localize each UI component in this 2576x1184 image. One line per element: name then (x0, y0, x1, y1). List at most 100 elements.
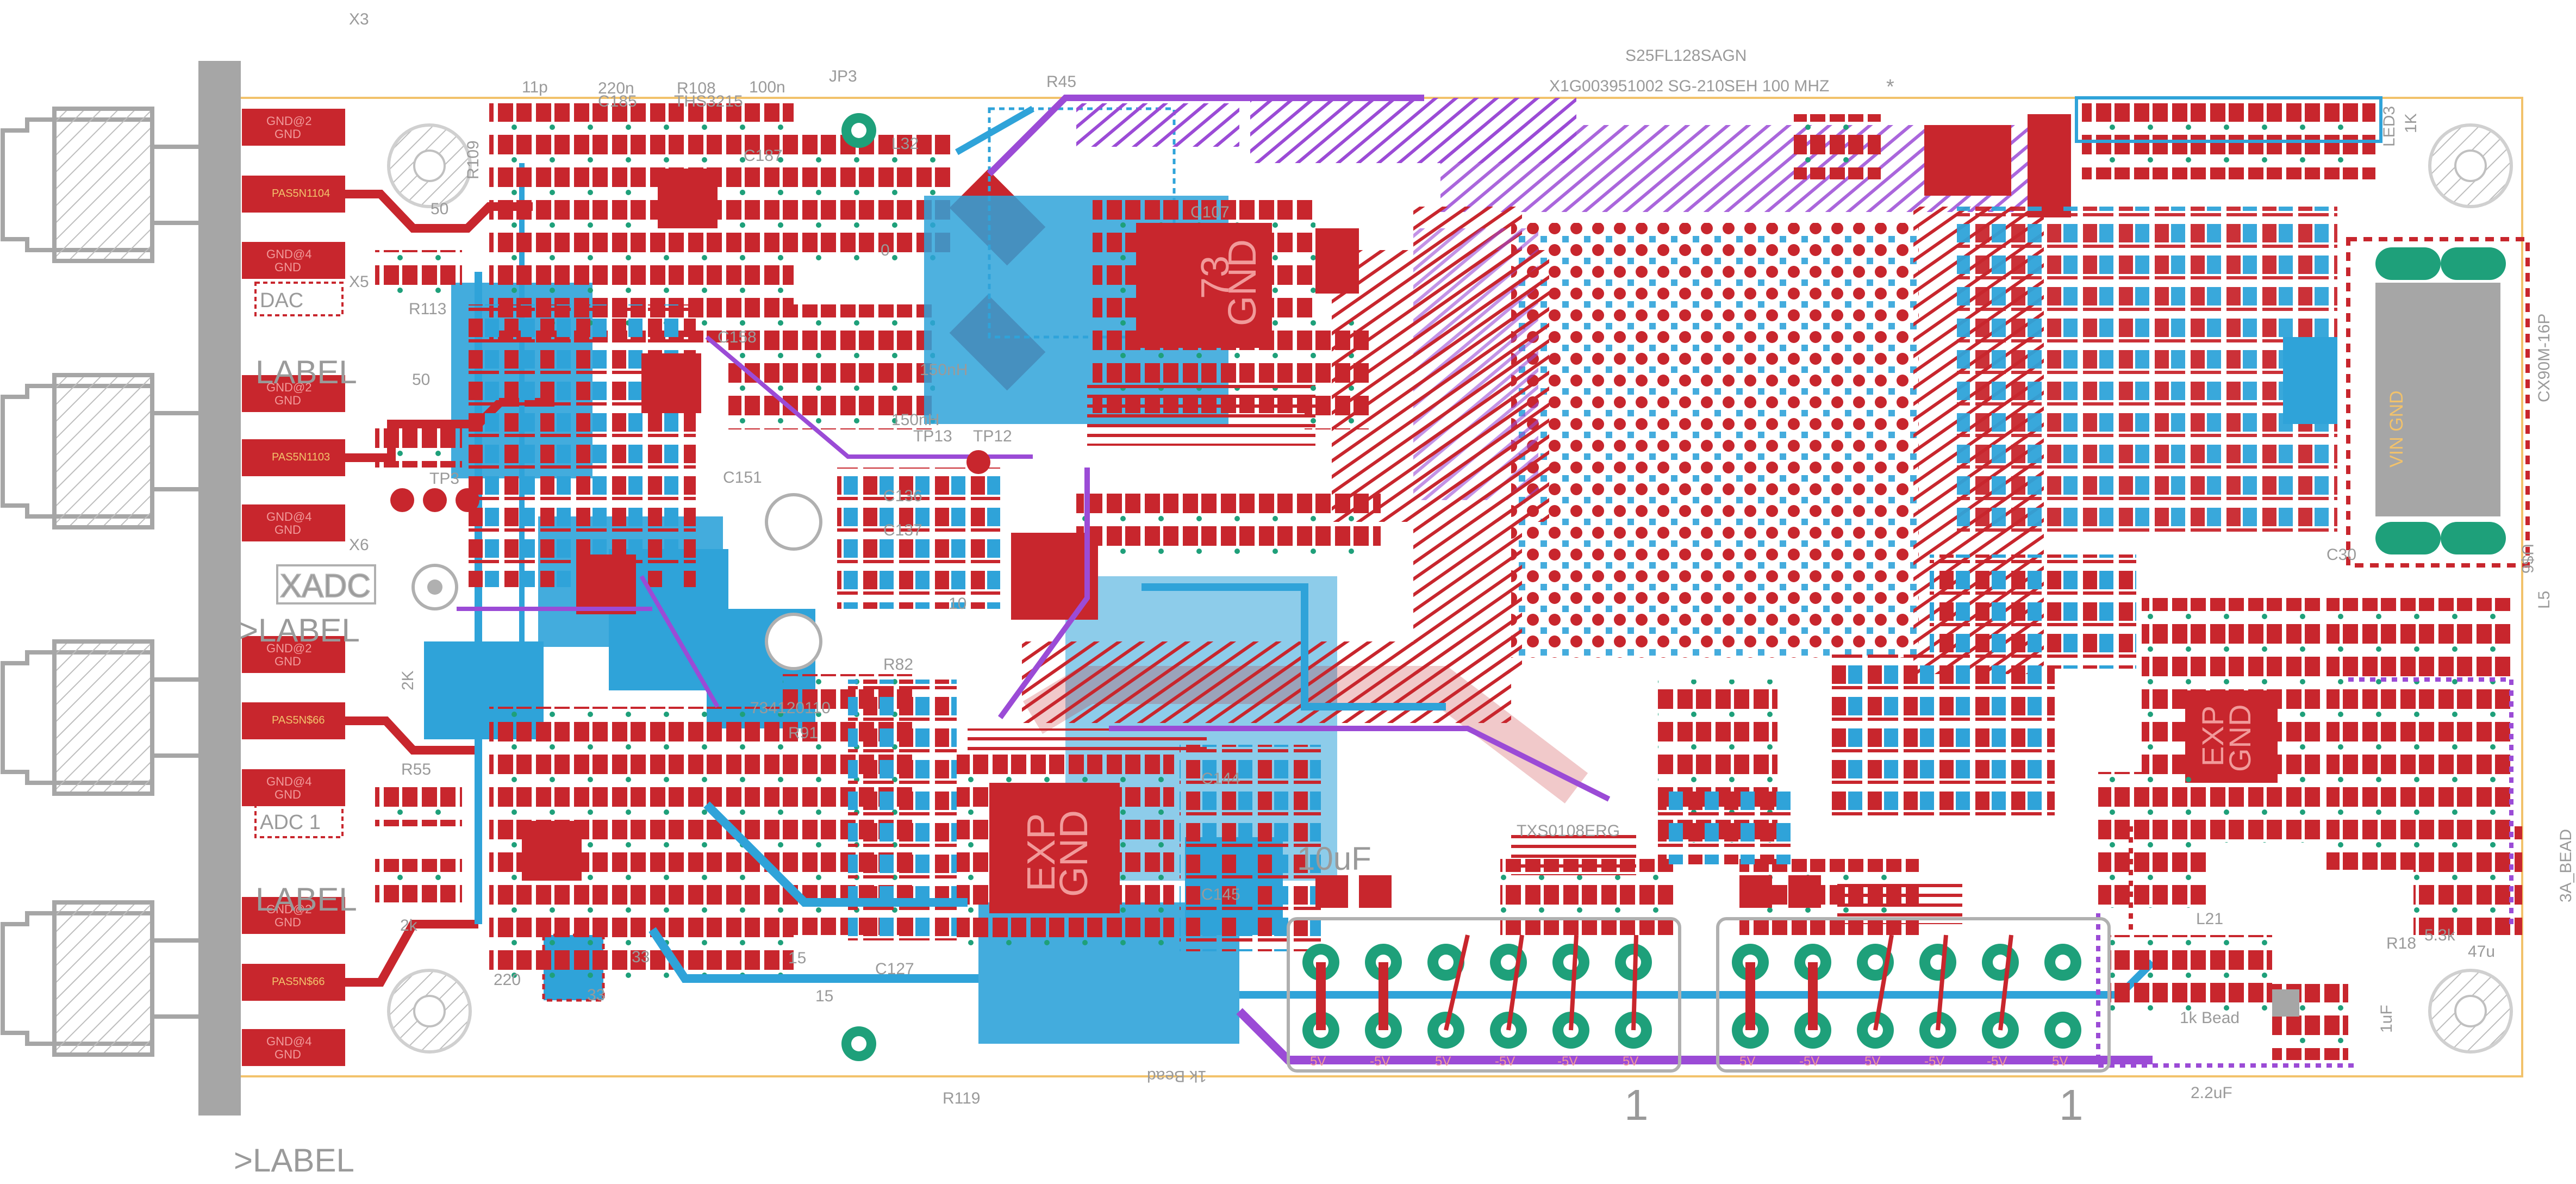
label-tag-bottom: >LABEL (234, 1142, 354, 1179)
svg-text:GND: GND (1052, 810, 1096, 897)
svg-text:1k Bead: 1k Bead (2180, 1009, 2240, 1027)
svg-text:33: 33 (632, 948, 650, 966)
trace-buses (648, 95, 2155, 1064)
svg-text:THS3215: THS3215 (674, 92, 743, 110)
svg-text:50: 50 (431, 200, 448, 218)
cx90m-connector[interactable]: VIN GND (2346, 237, 2530, 568)
test-point[interactable] (966, 450, 990, 474)
svg-text:220n: 220n (598, 79, 634, 97)
svg-text:C187: C187 (744, 147, 783, 165)
svg-text:5V: 5V (1623, 1054, 1638, 1069)
adc-label-box: ADC 1 (254, 803, 344, 838)
test-point[interactable] (390, 488, 414, 512)
svg-text:C145: C145 (1201, 886, 1240, 903)
svg-text:EXP: EXP (2195, 706, 2230, 767)
svg-text:3A_BEAD: 3A_BEAD (2557, 829, 2575, 902)
level-shifter-ic[interactable] (1837, 881, 1962, 924)
flash-part-label: S25FL128SAGN (1625, 47, 1747, 65)
pin-header-right[interactable] (1716, 875, 2111, 1073)
regulator-chip[interactable] (2185, 690, 2278, 783)
svg-text:PAS5N$66: PAS5N$66 (272, 976, 325, 988)
opamp-ic[interactable] (522, 821, 582, 881)
svg-text:C107: C107 (1190, 203, 1230, 221)
svg-text:PAS5N1103: PAS5N1103 (272, 451, 330, 463)
svg-text:GND@2: GND@2 (266, 641, 311, 655)
level-shifter-ic[interactable] (1511, 832, 1636, 875)
svg-text:GND@4: GND@4 (266, 775, 311, 788)
svg-text:C185: C185 (598, 92, 637, 110)
svg-text:R109: R109 (464, 140, 482, 179)
svg-text:2k: 2k (400, 917, 418, 934)
svg-text:R113: R113 (409, 300, 447, 318)
svg-text:X6: X6 (349, 536, 369, 554)
svg-text:11p: 11p (522, 78, 548, 96)
analog-front-end (345, 103, 1176, 1061)
svg-text:EXP: EXP (1020, 813, 1063, 892)
svg-text:VIN GND: VIN GND (2386, 390, 2407, 468)
svg-text:5V: 5V (2052, 1054, 2068, 1069)
svg-text:GND@4: GND@4 (266, 1035, 311, 1048)
test-point[interactable] (456, 488, 479, 512)
svg-text:U$6: U$6 (2518, 544, 2536, 574)
svg-text:734120110: 734120110 (750, 699, 831, 717)
svg-text:50: 50 (412, 371, 430, 389)
svg-text:JP3: JP3 (829, 67, 857, 85)
pin-header-left[interactable] (1287, 875, 1681, 1073)
oscillator-label: X1G003951002 SG-210SEH 100 MHZ (1549, 77, 1829, 95)
led-header[interactable] (2075, 96, 2382, 143)
edge-pad[interactable]: PAS5N$66 (242, 964, 345, 1001)
dac-label-box: DAC (254, 282, 344, 316)
edge-pad[interactable]: PAS5N$66 (242, 702, 345, 739)
svg-text:ADC 1: ADC 1 (260, 811, 321, 834)
svg-text:TP13: TP13 (913, 427, 952, 445)
svg-text:2.2uF: 2.2uF (2191, 1084, 2232, 1102)
svg-text:1K: 1K (2402, 113, 2420, 133)
mounting-hole (2428, 123, 2513, 208)
svg-text:0: 0 (881, 241, 890, 259)
sma-connector-group (1, 61, 241, 1116)
test-point[interactable] (423, 488, 447, 512)
edge-pad[interactable]: PAS5N1103 (242, 439, 345, 476)
svg-text:R91: R91 (788, 724, 818, 742)
sma-connector[interactable] (1, 373, 198, 529)
trimmer[interactable] (765, 613, 822, 670)
svg-text:33: 33 (587, 986, 605, 1004)
trimmer[interactable] (765, 493, 822, 551)
svg-text:R55: R55 (401, 761, 431, 778)
opamp-ic[interactable] (576, 554, 636, 614)
svg-text:GND: GND (275, 523, 301, 537)
svg-text:15: 15 (788, 949, 806, 967)
svg-text:XADC: XADC (280, 568, 371, 604)
opamp-ic[interactable] (641, 353, 701, 413)
sma-connector[interactable] (1, 107, 198, 263)
sma-connector[interactable] (1, 639, 198, 796)
svg-text:10: 10 (949, 595, 966, 613)
svg-text:1k Bead: 1k Bead (1147, 1067, 1207, 1085)
opamp-ic[interactable] (658, 169, 718, 228)
svg-text:-5V: -5V (1557, 1054, 1577, 1069)
svg-text:5V: 5V (1864, 1054, 1880, 1069)
sma-connector[interactable] (1, 900, 198, 1057)
label-tag: LABEL (255, 881, 357, 918)
edge-pad[interactable]: PAS5N1104 (242, 176, 345, 213)
svg-text:R82: R82 (883, 656, 913, 674)
adc-chip[interactable]: EXP GND (957, 750, 1174, 946)
svg-text:GND: GND (275, 394, 301, 407)
svg-text:GND: GND (275, 1048, 301, 1061)
svg-text:1uF: 1uF (2378, 1005, 2396, 1033)
svg-text:-5V: -5V (1370, 1054, 1390, 1069)
dac-chip[interactable]: 73 GND (1093, 196, 1315, 413)
svg-text:5V: 5V (1739, 1054, 1755, 1069)
svg-text:X5: X5 (349, 273, 369, 291)
svg-text:100n: 100n (749, 78, 785, 96)
svg-text:-5V: -5V (1799, 1054, 1819, 1069)
